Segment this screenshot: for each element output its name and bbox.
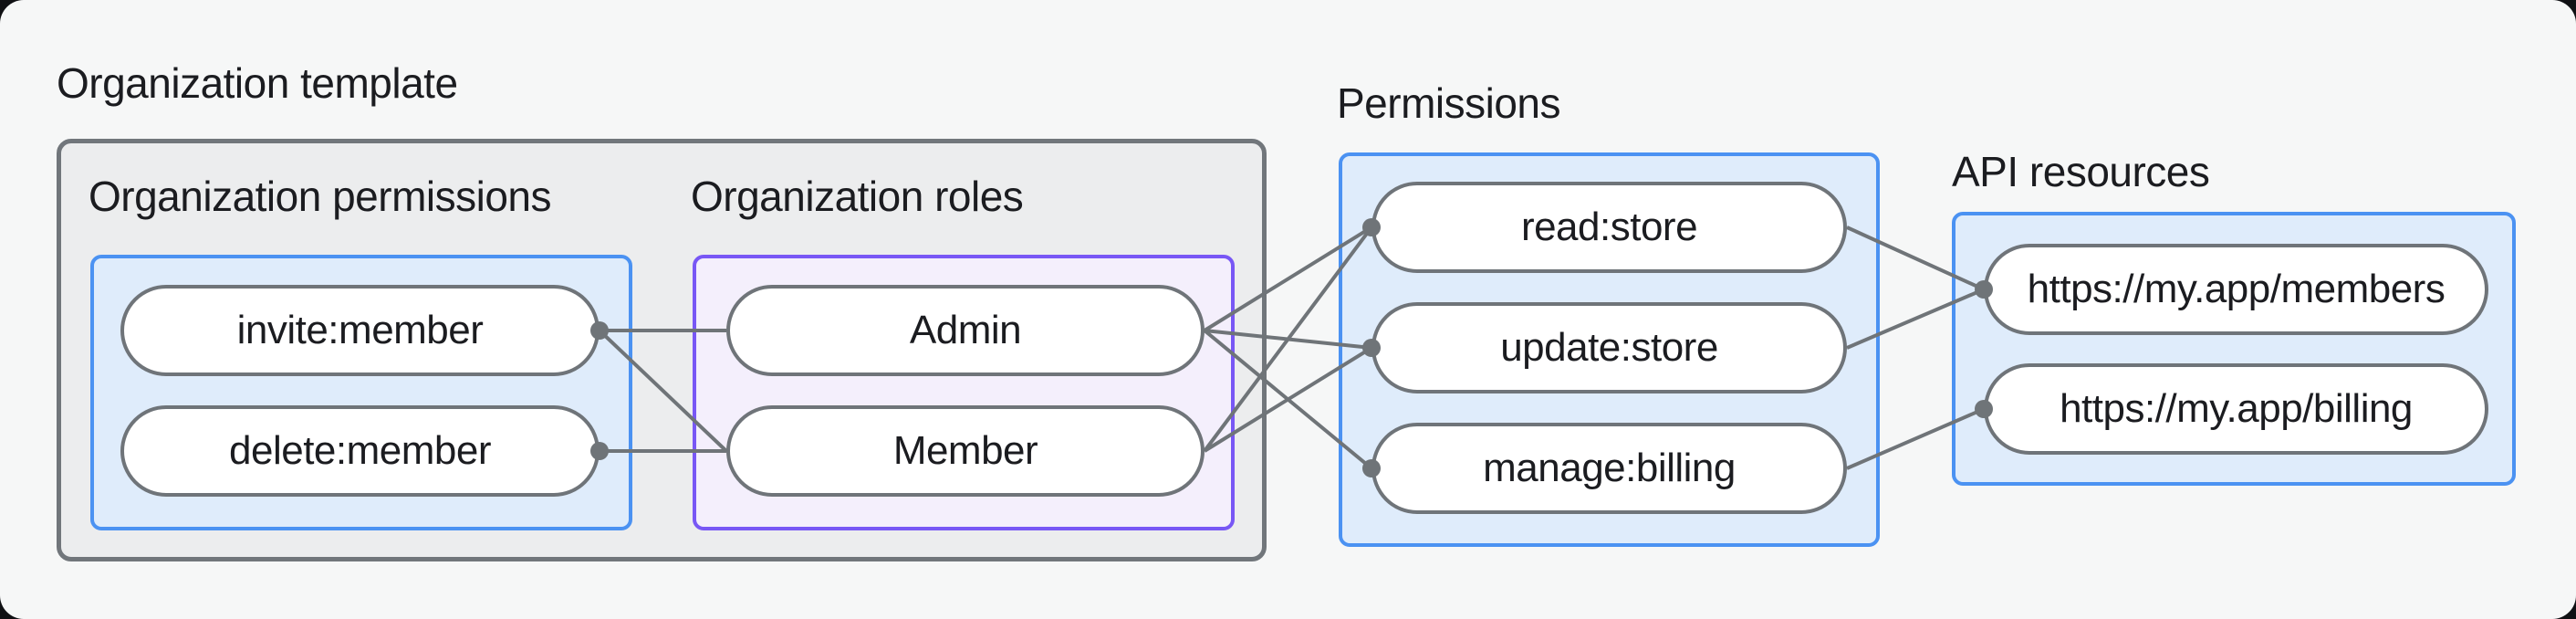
api-members-pill: https://my.app/members <box>1984 244 2488 335</box>
update-store-pill: update:store <box>1371 302 1847 393</box>
invite-member-pill: invite:member <box>120 285 600 376</box>
delete-member-pill: delete:member <box>120 405 600 497</box>
read-store-pill: read:store <box>1371 182 1847 273</box>
permissions-label: Permissions <box>1337 79 1561 127</box>
manage-billing-pill: manage:billing <box>1371 423 1847 514</box>
organization-template-label: Organization template <box>57 59 458 107</box>
organization-roles-label: Organization roles <box>691 173 1024 220</box>
api-billing-pill: https://my.app/billing <box>1984 363 2488 455</box>
organization-permissions-label: Organization permissions <box>89 173 552 220</box>
member-role-pill: Member <box>726 405 1205 497</box>
admin-role-pill: Admin <box>726 285 1205 376</box>
api-resources-label: API resources <box>1952 148 2210 195</box>
